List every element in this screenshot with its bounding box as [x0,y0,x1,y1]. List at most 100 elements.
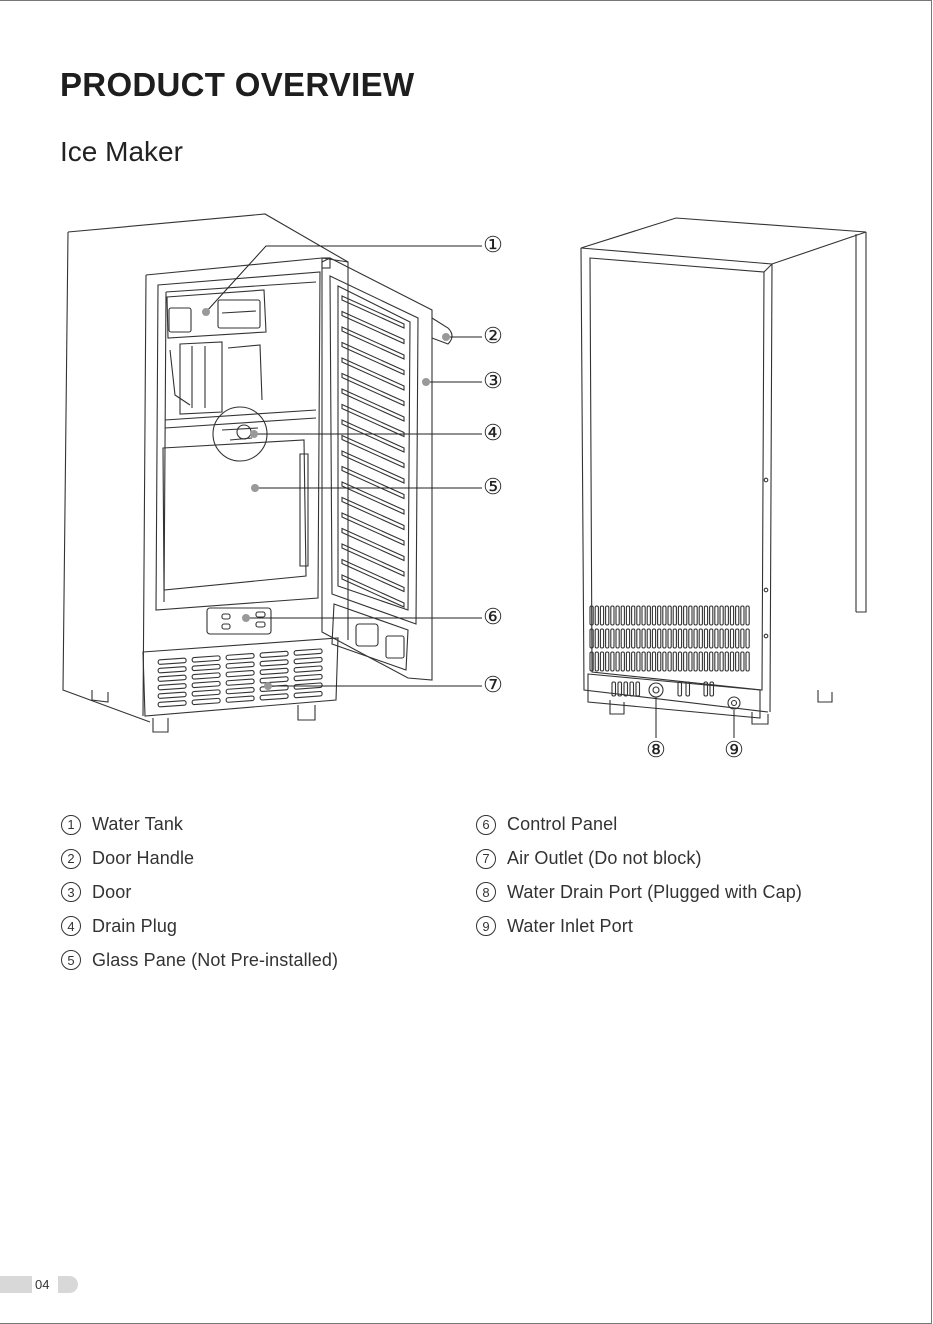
vent-slot [704,606,707,625]
callout-6: ⑥ [483,604,503,629]
vent-slot [715,652,718,671]
callout-4: ④ [483,420,503,445]
legend-label: Drain Plug [92,916,177,937]
vent-slot [699,629,702,648]
door-fin [342,436,404,468]
legend-label: Glass Pane (Not Pre-installed) [92,950,338,971]
callout-7: ⑦ [483,672,503,697]
vent-slot [658,629,661,648]
vent-slot [730,629,733,648]
vent-slot [678,629,681,648]
vent-slot [736,652,739,671]
vent-slot [694,629,697,648]
vent-slot [600,652,603,671]
vent-slot [689,629,692,648]
door-fin [342,405,404,437]
door-fin [342,327,404,359]
vent-slot [736,629,739,648]
door-fin [342,420,404,452]
vent-slot [663,629,666,648]
legend-number: 6 [476,815,496,835]
grille-slot [192,690,220,696]
vent-slot [699,652,702,671]
legend-label: Control Panel [507,814,617,835]
grille-slot [226,662,254,668]
door-fin [342,498,404,530]
legend-right: 6Control Panel 7Air Outlet (Do not block… [476,808,802,943]
vent-slot [689,652,692,671]
vent-slot [647,606,650,625]
vent-slot [668,652,671,671]
door-fin [342,312,404,344]
vent-slot [611,652,614,671]
door-fin [342,374,404,406]
vent-slot [626,629,629,648]
plate-slot [630,682,634,696]
vent-slot [741,606,744,625]
grille-slot [158,684,186,690]
grille-slot [294,674,322,680]
front-air-grille [158,649,322,707]
vent-slot [741,629,744,648]
vent-slot [658,606,661,625]
vent-slot [689,606,692,625]
vent-slot [616,606,619,625]
callout-3: ③ [483,368,503,393]
vent-slot [637,652,640,671]
grille-slot [260,651,288,657]
vent-slot [673,606,676,625]
vent-slot [710,606,713,625]
vent-slot [595,606,598,625]
legend-item: 8Water Drain Port (Plugged with Cap) [476,876,802,910]
vent-slot [637,606,640,625]
vent-slot [658,652,661,671]
grille-slot [192,698,220,704]
back-view [581,218,866,724]
vent-slot [626,606,629,625]
vent-slot [616,629,619,648]
legend-label: Water Drain Port (Plugged with Cap) [507,882,802,903]
plate-slot [624,682,628,696]
vent-slot [600,629,603,648]
grille-slot [226,679,254,685]
vent-slot [652,629,655,648]
door-fin [342,343,404,375]
vent-slot [668,629,671,648]
vent-slot [652,652,655,671]
grille-slot [192,681,220,687]
grille-slot [260,677,288,683]
vent-slot [673,652,676,671]
legend-number: 7 [476,849,496,869]
vent-slot [668,606,671,625]
vent-slot [684,652,687,671]
vent-slot [704,652,707,671]
vent-slot [704,629,707,648]
door-fin [342,358,404,390]
legend-label: Door Handle [92,848,194,869]
vent-slot [616,652,619,671]
page-number: 04 [35,1277,49,1292]
callout-5: ⑤ [483,474,503,499]
grille-slot [226,670,254,676]
legend-number: 2 [61,849,81,869]
grille-slot [158,675,186,681]
vent-slot [694,652,697,671]
vent-slot [642,652,645,671]
callout-dots [202,308,450,690]
vent-slot [647,629,650,648]
vent-slot [715,606,718,625]
callout-2: ② [483,323,503,348]
door-fin [342,451,404,483]
vent-slot [673,629,676,648]
door-gasket-fins [342,296,404,607]
grille-slot [158,692,186,698]
page-tab-cap [58,1276,78,1293]
vent-slot [642,629,645,648]
grille-slot [158,701,186,707]
legend-label: Water Tank [92,814,183,835]
door-fin [342,467,404,499]
